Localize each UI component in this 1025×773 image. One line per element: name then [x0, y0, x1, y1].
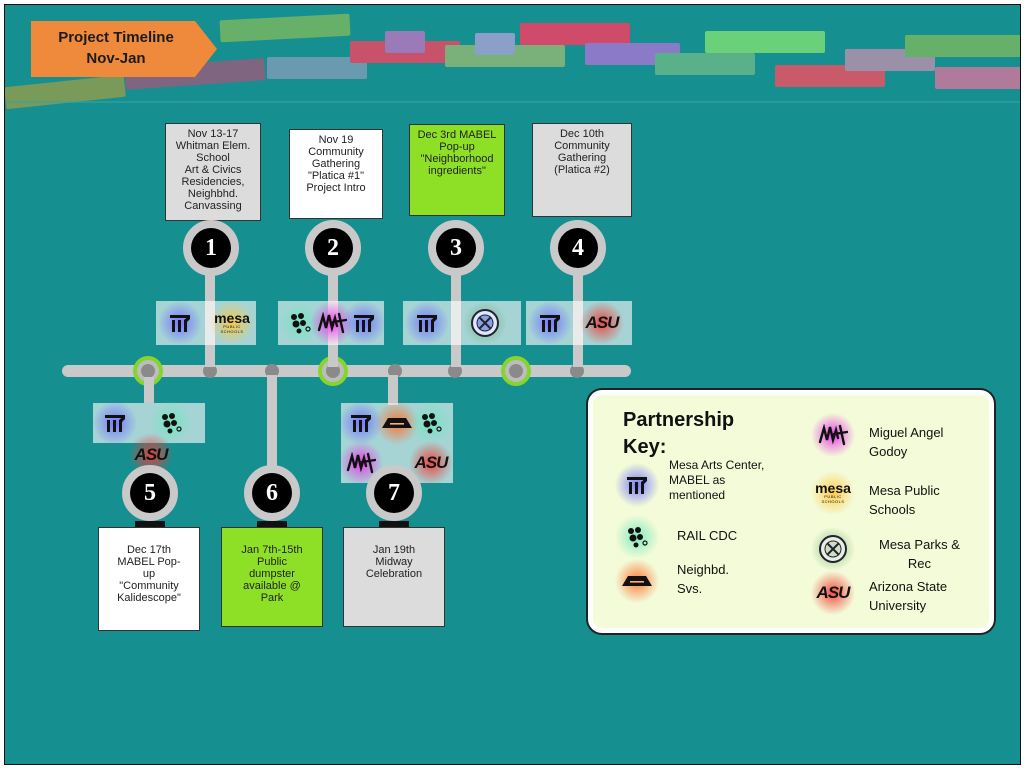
key-label-neighborhood-services: Neighbd. Svs. — [677, 562, 730, 596]
event-1-badge: 1 — [183, 220, 239, 276]
event-5-card: Dec 17th MABEL Pop- up "Community Kalide… — [98, 527, 200, 631]
event-7-card: Jan 19th Midway Celebration — [343, 527, 445, 627]
mesa-parks-rec-icon — [809, 527, 857, 571]
key-label-mesa-arts-center: Mesa Arts Center, MABEL as mentioned — [669, 458, 765, 502]
card-tab — [257, 521, 287, 531]
event-connector — [388, 375, 398, 405]
key-label-arizona-state-university: Arizona State University — [869, 579, 948, 613]
event-3-partners — [403, 301, 521, 345]
arizona-state-university-icon: ASU — [407, 441, 455, 485]
arizona-state-university-icon: ASU — [578, 301, 626, 345]
mesa-arts-center-icon — [91, 401, 139, 445]
mesa-logo-subtext: PUBLIC SCHOOLS — [821, 494, 845, 504]
event-3-badge: 3 — [428, 220, 484, 276]
title-banner: Project Timeline Nov-Jan — [31, 21, 217, 81]
key-title: Partnership Key: — [623, 409, 735, 458]
arizona-state-university-icon: ASU — [809, 571, 857, 615]
track-node — [388, 364, 402, 378]
asu-logo-text: ASU — [414, 453, 449, 472]
mesa-arts-center-icon — [526, 301, 574, 345]
mesa-arts-center-icon — [613, 463, 661, 507]
event-7-number: 7 — [374, 473, 414, 513]
event-2-badge: 2 — [305, 220, 361, 276]
mesa-arts-center-icon — [156, 301, 204, 345]
key-label-rail-cdc: RAIL CDC — [677, 528, 738, 543]
event-1-number: 1 — [191, 228, 231, 268]
event-2-partners — [276, 301, 388, 345]
event-5-number: 5 — [130, 473, 170, 513]
asu-logo-text: ASU — [134, 445, 169, 464]
key-label-mesa-public-schools: Mesa Public Schools — [869, 483, 940, 517]
track-node — [203, 364, 217, 378]
event-4-number: 4 — [558, 228, 598, 268]
mesa-logo-subtext: PUBLIC SCHOOLS — [220, 324, 244, 334]
event-7-badge: 7 — [366, 465, 422, 521]
event-4-card: Dec 10th Community Gathering (Platica #2… — [532, 123, 632, 217]
page-title: Project Timeline Nov-Jan — [58, 29, 174, 67]
event-connector — [267, 375, 277, 471]
rail-cdc-icon — [613, 515, 661, 559]
mesa-logo-text: mesa — [214, 310, 250, 326]
mesa-parks-rec-icon — [461, 301, 509, 345]
partnership-key: Partnership Key: Mesa Arts Center, MABEL… — [588, 390, 994, 633]
track-node — [570, 364, 584, 378]
rail-cdc-icon — [407, 401, 455, 445]
mesa-arts-center-icon — [340, 301, 388, 345]
asu-logo-text: ASU — [816, 583, 851, 602]
event-5-badge: 5 — [122, 465, 178, 521]
event-4-partners: ASU — [526, 301, 632, 345]
asu-logo-text: ASU — [585, 313, 620, 332]
key-label-mesa-parks-rec: Mesa Parks & Rec — [879, 537, 960, 571]
event-2-card: Nov 19 Community Gathering "Platica #1" … — [289, 129, 383, 219]
miguel-angel-godoy-icon — [809, 413, 857, 457]
event-6-number: 6 — [252, 473, 292, 513]
track-node — [265, 364, 279, 378]
key-label-miguel-angel-godoy: Miguel Angel Godoy — [869, 425, 944, 459]
card-tab — [379, 521, 409, 531]
event-connector — [144, 377, 154, 403]
event-3-number: 3 — [436, 228, 476, 268]
event-5-partners — [91, 401, 205, 445]
timeline-slide: Project Timeline Nov-Jan Nov 13-17 Whitm… — [4, 4, 1021, 765]
neighborhood-services-icon — [613, 559, 661, 603]
mesa-arts-center-icon — [403, 301, 451, 345]
banner-arrow-shape — [31, 21, 217, 77]
highlight-ring — [501, 356, 531, 386]
event-6-badge: 6 — [244, 465, 300, 521]
event-1-card: Nov 13-17 Whitman Elem. School Art & Civ… — [165, 123, 261, 221]
track-node — [448, 364, 462, 378]
event-4-badge: 4 — [550, 220, 606, 276]
event-3-card: Dec 3rd MABEL Pop-up "Neighborhood ingre… — [409, 124, 505, 216]
event-2-number: 2 — [313, 228, 353, 268]
event-6-card: Jan 7th-15th Public dumpster available @… — [221, 527, 323, 627]
card-tab — [135, 521, 165, 531]
mesa-logo-text: mesa — [815, 480, 851, 496]
